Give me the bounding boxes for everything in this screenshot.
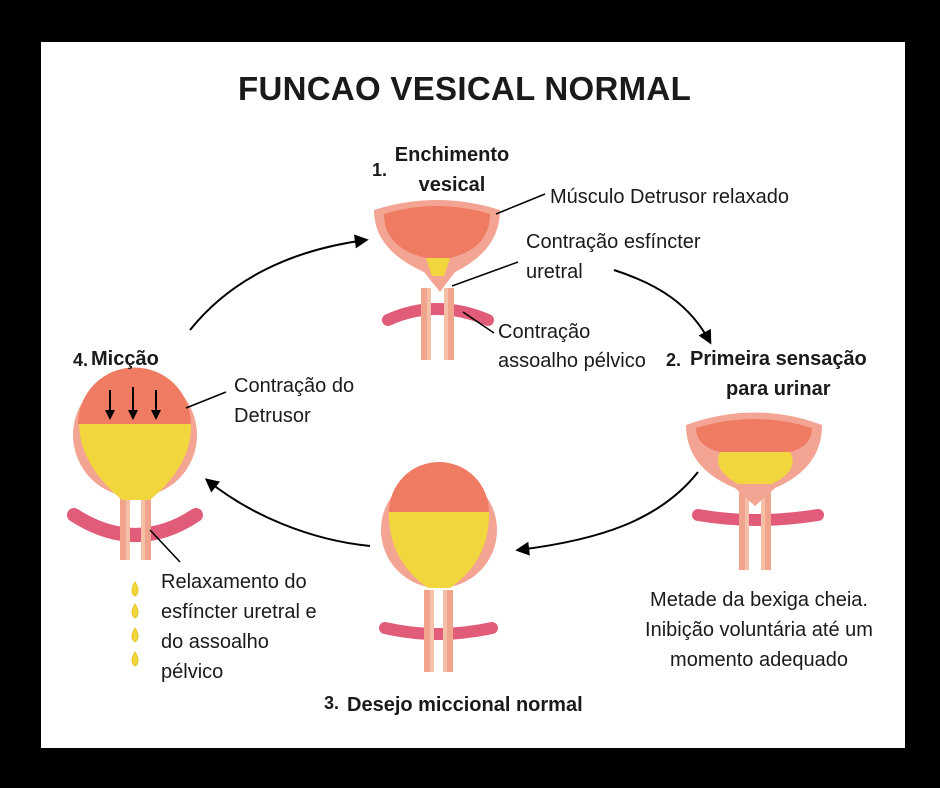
stage-3-number: 3. — [324, 693, 340, 713]
stage-1-title-line1: Enchimento — [394, 144, 510, 166]
pelvic-floor-4 — [67, 508, 203, 542]
pelvic-floor-1 — [382, 303, 494, 326]
cycle-arrow-3-to-4 — [204, 478, 371, 547]
stage-2-number: 2. — [666, 350, 682, 370]
leader-sphincter — [451, 261, 519, 287]
bladder-stage-2 — [686, 412, 824, 570]
stage-3-title: Desejo miccional normal — [347, 694, 583, 716]
leader-relaxation — [149, 529, 181, 563]
stage-2-title-line2: para urinar — [726, 378, 831, 400]
label-relaxation-line2: esfíncter uretral e — [161, 601, 317, 623]
bladder-stage-3 — [379, 462, 498, 672]
stage-2-caption-line3: momento adequado — [670, 649, 848, 671]
cycle-arrow-1-to-2 — [613, 269, 712, 345]
label-sphincter-contraction-line2: uretral — [526, 261, 583, 283]
stage-2-caption-line2: Inibição voluntária até um — [645, 619, 873, 641]
stage-4-number: 4. — [73, 350, 89, 370]
stage-4-title: Micção — [91, 348, 159, 370]
bladder-stage-4 — [67, 367, 203, 667]
stage-2-title-line1: Primeira sensação — [690, 348, 867, 370]
detrusor-arrows — [105, 387, 161, 420]
cycle-arrow-4-to-1 — [189, 234, 369, 331]
label-relaxation-line4: pélvico — [161, 661, 224, 683]
cycle-arrow-2-to-3 — [515, 471, 699, 556]
label-relaxation-line1: Relaxamento do — [161, 571, 307, 593]
label-pelvic-floor-contraction-line2: assoalho pélvico — [498, 350, 646, 372]
label-sphincter-contraction-line1: Contração esfíncter — [526, 231, 701, 253]
label-relaxation-line3: do assoalho — [161, 631, 269, 653]
label-detrusor-relaxed: Músculo Detrusor relaxado — [550, 186, 789, 208]
stage-1-title-line2: vesical — [418, 174, 486, 196]
urine-drops — [131, 581, 139, 667]
stage-2-caption-line1: Metade da bexiga cheia. — [650, 589, 868, 611]
pelvic-floor-2 — [692, 509, 824, 526]
stage-1-number: 1. — [372, 160, 388, 180]
leader-detrusor-relaxed — [495, 193, 546, 215]
label-detrusor-contraction-line1: Contração do — [234, 375, 355, 397]
pelvic-floor-3 — [379, 622, 498, 640]
leader-detrusor-contraction — [185, 391, 227, 409]
label-pelvic-floor-contraction-line1: Contração — [498, 321, 591, 343]
page-title: FUNCAO VESICAL NORMAL — [238, 70, 692, 107]
bladder-stage-1 — [374, 200, 500, 360]
label-detrusor-contraction-line2: Detrusor — [234, 405, 311, 427]
leader-pelvic-floor — [462, 311, 495, 334]
